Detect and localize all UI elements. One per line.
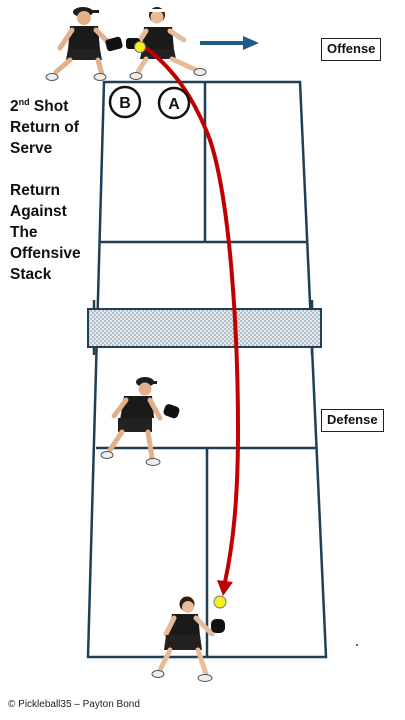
movement-arrow	[200, 36, 259, 50]
stray-dot	[356, 644, 358, 646]
title-spacer	[10, 159, 102, 180]
title-line-2: Return of	[10, 119, 79, 136]
shot-path	[144, 46, 241, 596]
title-line-4: Return	[10, 182, 60, 199]
title-line-5: Against	[10, 203, 67, 220]
court-lines	[86, 80, 328, 659]
player-marker-b-label: B	[119, 95, 131, 112]
title-line-8: Stack	[10, 266, 52, 283]
title-line-6: The	[10, 224, 38, 241]
player-marker-a: A	[157, 86, 191, 120]
ball-at-contact	[134, 41, 146, 53]
player-marker-a-label: A	[168, 96, 180, 113]
title-line-7: Offensive	[10, 245, 81, 262]
copyright-text: © Pickleball35 – Payton Bond	[8, 699, 140, 710]
net	[87, 308, 322, 348]
defense-player-baseline	[151, 596, 225, 682]
player-marker-b: B	[108, 85, 142, 119]
ball-at-landing	[213, 595, 227, 609]
title-line-3: Serve	[10, 140, 53, 157]
title-line-1: 2nd Shot	[10, 97, 69, 116]
defense-label: Defense	[321, 409, 384, 432]
defense-player-kitchen	[100, 377, 180, 466]
court-outline	[86, 80, 328, 659]
offense-player-left	[45, 7, 123, 81]
offense-label: Offense	[321, 38, 382, 61]
diagram-title: 2nd Shot Return of Serve Return Against …	[10, 96, 102, 285]
